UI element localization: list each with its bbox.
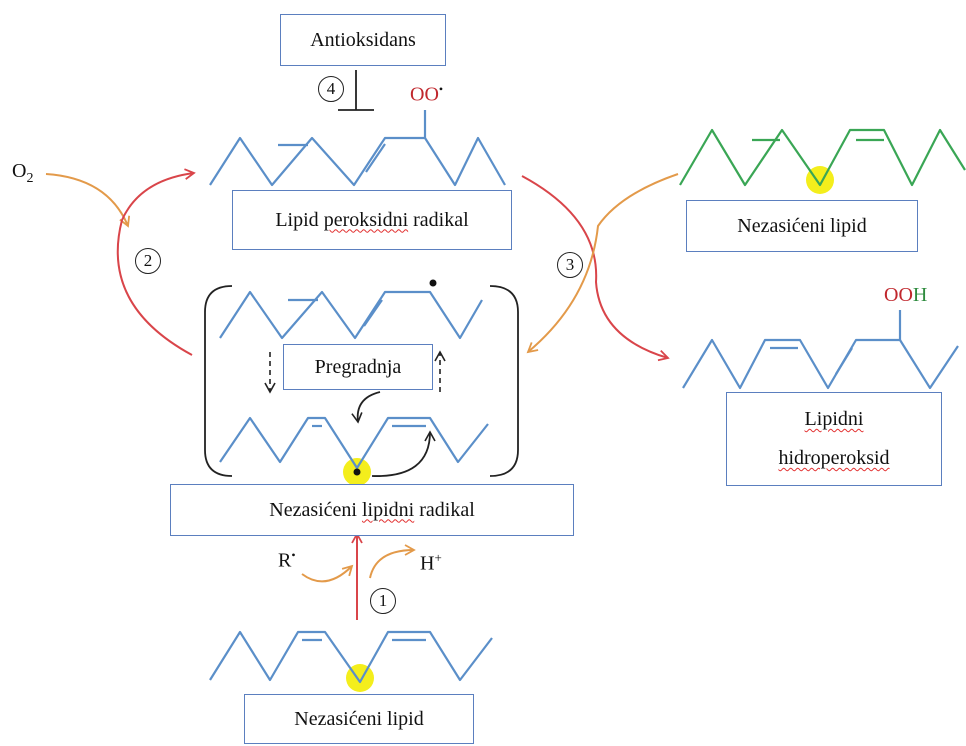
unsaturated-lipid-chain-bottom xyxy=(209,630,493,684)
r-radical-arrow xyxy=(301,564,354,583)
rearrangement-box: Pregradnja xyxy=(283,344,433,390)
peroxyl-radical-label: Lipid peroksidni radikal xyxy=(275,208,469,231)
left-bracket xyxy=(204,285,233,477)
unsaturated-lipid-chain-green xyxy=(679,128,966,187)
unsaturated-lipid-right-box: Nezasićeni lipid xyxy=(686,200,918,252)
antioxidant-box: Antioksidans xyxy=(280,14,446,66)
step-1-marker: 1 xyxy=(370,588,396,614)
radical-dot-bottom xyxy=(353,468,361,476)
hydroperoxide-chain xyxy=(682,310,959,390)
lipid-radical-box: Nezasićeni lipidni radikal xyxy=(170,484,574,536)
proton-arrow xyxy=(369,544,416,579)
oxygen-label: O2 xyxy=(12,160,34,186)
bracket-top-chain xyxy=(219,290,483,340)
unsaturated-lipid-bottom-box: Nezasićeni lipid xyxy=(244,694,474,744)
lipid-radical-label: Nezasićeni lipidni radikal xyxy=(269,498,475,521)
hydroperoxide-group-label: OOH xyxy=(884,284,928,306)
right-bracket xyxy=(489,285,519,477)
oxygen-arrow xyxy=(45,173,131,228)
unsaturated-lipid-right-label: Nezasićeni lipid xyxy=(737,214,867,237)
peroxyl-group-label: OO• xyxy=(410,82,444,106)
hydrogen-transfer-arc xyxy=(526,173,679,354)
step-2-marker: 2 xyxy=(135,248,161,274)
radical-dot-top xyxy=(429,279,437,287)
hydroperoxide-box: Lipidni hidroperoksid xyxy=(726,392,942,486)
inhibition-symbol xyxy=(338,70,374,111)
rearrangement-label: Pregradnja xyxy=(314,355,402,378)
r-radical-label: R• xyxy=(278,548,296,572)
bracket-bottom-chain xyxy=(219,416,489,470)
step-3-marker: 3 xyxy=(557,252,583,278)
hydroperoxide-label-line2: hidroperoksid xyxy=(778,447,890,469)
propagation-arc-step-3 xyxy=(521,175,670,362)
step-4-marker: 4 xyxy=(318,76,344,102)
proton-label: H+ xyxy=(420,550,442,575)
antioxidant-label: Antioksidans xyxy=(310,28,416,51)
peroxyl-radical-box: Lipid peroksidni radikal xyxy=(232,190,512,250)
propagation-arc-step-2 xyxy=(116,168,196,356)
curved-electron-arrow-1 xyxy=(351,391,381,424)
curved-electron-arrow-2 xyxy=(371,430,436,477)
peroxyl-radical-chain xyxy=(209,110,506,187)
unsaturated-lipid-bottom-label: Nezasićeni lipid xyxy=(294,707,424,730)
hydroperoxide-label-line1: Lipidni xyxy=(804,408,864,430)
